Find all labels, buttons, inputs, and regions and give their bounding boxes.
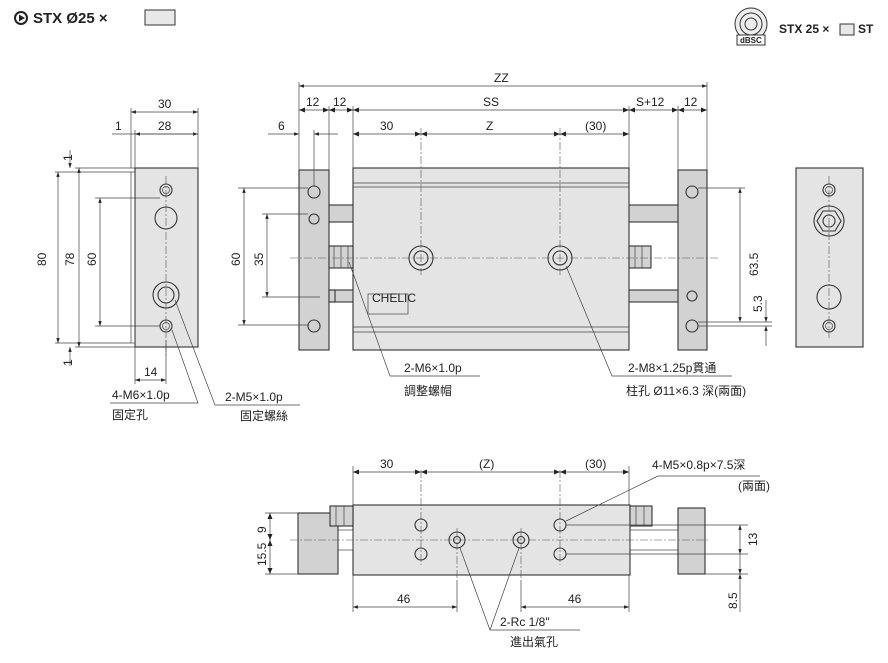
m5-thread-both: (兩面): [738, 479, 770, 493]
thru-hole-spec: 2-M8×1.25p貫通: [628, 361, 716, 375]
svg-text:CHELIC: CHELIC: [372, 291, 416, 305]
fix-screw-name: 固定螺絲: [240, 408, 288, 423]
svg-text:46: 46: [568, 592, 582, 606]
svg-text:(30): (30): [585, 119, 606, 133]
svg-text:1: 1: [115, 119, 122, 133]
svg-text:9: 9: [255, 526, 269, 533]
svg-text:ZZ: ZZ: [494, 71, 509, 85]
fix-hole-name: 固定孔: [112, 407, 148, 422]
svg-text:dBSC: dBSC: [740, 36, 762, 45]
svg-text:6: 6: [278, 119, 285, 133]
brand-logo: dBSC: [734, 7, 768, 46]
svg-text:46: 46: [397, 592, 411, 606]
play-triangle: [19, 14, 25, 22]
svg-text:28: 28: [158, 119, 172, 133]
fix-screw-spec: 2-M5×1.0p: [225, 390, 283, 404]
m5-thread-spec: 4-M5×0.8p×7.5深: [652, 458, 745, 472]
svg-text:Z: Z: [486, 119, 493, 133]
svg-text:78: 78: [63, 252, 77, 266]
svg-text:(30): (30): [585, 457, 606, 471]
svg-text:12: 12: [333, 95, 347, 109]
svg-text:1: 1: [61, 359, 75, 366]
model-suffix: ST: [858, 22, 874, 36]
svg-text:SS: SS: [483, 95, 499, 109]
svg-text:13: 13: [746, 532, 760, 546]
svg-text:60: 60: [85, 252, 99, 266]
header: STX Ø25 × dBSC STX 25 × ST: [14, 7, 874, 46]
model-code: STX 25 ×: [779, 22, 829, 36]
svg-text:80: 80: [35, 252, 49, 266]
model-blank-box: [144, 9, 176, 26]
svg-text:(Z): (Z): [479, 457, 494, 471]
top-view: CHELIC ZZ 12 12 SS S+12 12 6 30 Z (30): [229, 71, 772, 377]
svg-text:30: 30: [380, 119, 394, 133]
svg-text:63.5: 63.5: [747, 252, 761, 276]
svg-text:60: 60: [229, 252, 243, 266]
svg-text:12: 12: [684, 95, 698, 109]
svg-text:14: 14: [144, 365, 158, 379]
svg-text:35: 35: [252, 252, 266, 266]
fix-hole-spec: 4-M6×1.0p: [112, 388, 170, 402]
right-end-view: [795, 167, 864, 348]
svg-text:S+12: S+12: [636, 95, 665, 109]
left-end-view: 30 1 28 80 78 60 1 1 14: [35, 97, 300, 406]
rc-port-name: 進出氣孔: [510, 635, 558, 649]
svg-text:30: 30: [380, 457, 394, 471]
svg-text:5.3: 5.3: [751, 295, 765, 312]
thru-hole-name: 柱孔 Ø11×6.3 深(兩面): [626, 383, 746, 398]
svg-text:15.5: 15.5: [255, 542, 269, 566]
page-title: STX Ø25 ×: [33, 10, 108, 27]
svg-text:1: 1: [61, 154, 75, 161]
bottom-view: 30 (Z) (30) 46 46 9 15.5 13 8.5: [255, 457, 760, 631]
svg-text:12: 12: [306, 95, 320, 109]
svg-text:30: 30: [158, 97, 172, 111]
model-code-box: [839, 23, 855, 36]
adjust-nut-name: 調整螺帽: [404, 383, 452, 398]
svg-text:8.5: 8.5: [726, 592, 740, 609]
adjust-nut-spec: 2-M6×1.0p: [404, 361, 462, 375]
rc-port-spec: 2-Rc 1/8": [500, 615, 550, 629]
